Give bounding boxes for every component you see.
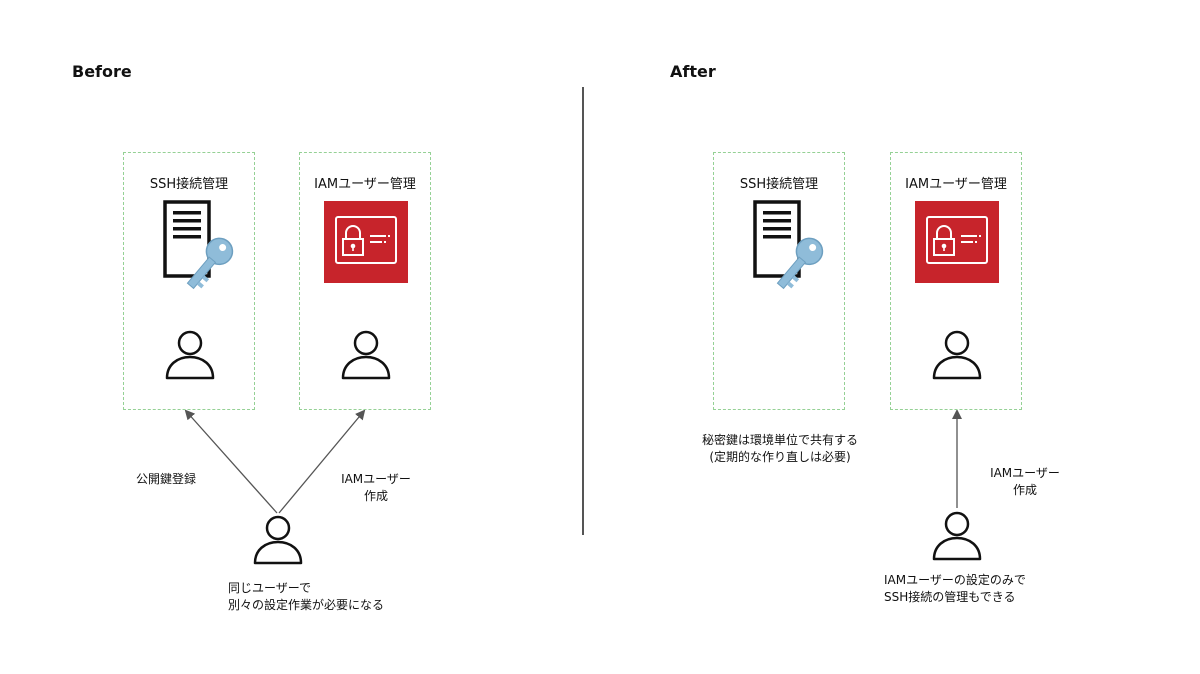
iam-credential-icon xyxy=(915,201,999,283)
after-arrow-label-line1: IAMユーザー xyxy=(990,466,1060,480)
after-bottom-caption: IAMユーザーの設定のみで SSH接続の管理もできる xyxy=(884,572,1026,606)
before-bottom-caption-line2: 別々の設定作業が必要になる xyxy=(228,598,385,612)
server-key-icon xyxy=(753,200,824,290)
before-right-arrow xyxy=(278,409,366,514)
before-ssh-box-title: SSH接続管理 xyxy=(149,177,229,192)
before-bottom-caption: 同じユーザーで 別々の設定作業が必要になる xyxy=(228,580,384,614)
before-right-arrow-label-line1: IAMユーザー xyxy=(341,472,411,486)
after-bottom-caption-line1: IAMユーザーの設定のみで xyxy=(884,573,1026,587)
after-ssh-caption-line1: 秘密鍵は環境単位で共有する xyxy=(701,433,858,447)
after-iam-box-title: IAMユーザー管理 xyxy=(905,177,1007,192)
before-right-arrow-label-line2: 作成 xyxy=(363,489,388,503)
after-ssh-caption-line2: (定期的な作り直しは必要) xyxy=(709,450,851,464)
before-left-arrow xyxy=(184,409,278,514)
after-bottom-caption-line2: SSH接続の管理もできる xyxy=(884,590,1016,604)
before-iam-box-title: IAMユーザー管理 xyxy=(314,177,416,192)
after-ssh-caption: 秘密鍵は環境単位で共有する (定期的な作り直しは必要) xyxy=(670,432,890,466)
user-icon xyxy=(932,511,982,561)
user-icon xyxy=(165,330,215,380)
server-key-icon xyxy=(163,200,234,290)
user-icon xyxy=(932,330,982,380)
after-iam-box: IAMユーザー管理 xyxy=(890,152,1022,410)
after-arrow-label: IAMユーザー 作成 xyxy=(985,465,1065,499)
before-heading: Before xyxy=(72,62,132,81)
iam-credential-icon xyxy=(324,201,408,283)
after-ssh-box: SSH接続管理 xyxy=(713,152,845,410)
user-icon xyxy=(253,515,303,565)
before-iam-box: IAMユーザー管理 xyxy=(299,152,431,410)
after-heading: After xyxy=(670,62,716,81)
before-ssh-box: SSH接続管理 xyxy=(123,152,255,410)
divider xyxy=(582,87,584,535)
before-right-arrow-label: IAMユーザー 作成 xyxy=(336,471,416,505)
after-ssh-box-title: SSH接続管理 xyxy=(739,177,819,192)
before-bottom-caption-line1: 同じユーザーで xyxy=(228,581,312,595)
user-icon xyxy=(341,330,391,380)
before-left-arrow-label: 公開鍵登録 xyxy=(136,472,197,486)
after-arrow-label-line2: 作成 xyxy=(1012,483,1037,497)
